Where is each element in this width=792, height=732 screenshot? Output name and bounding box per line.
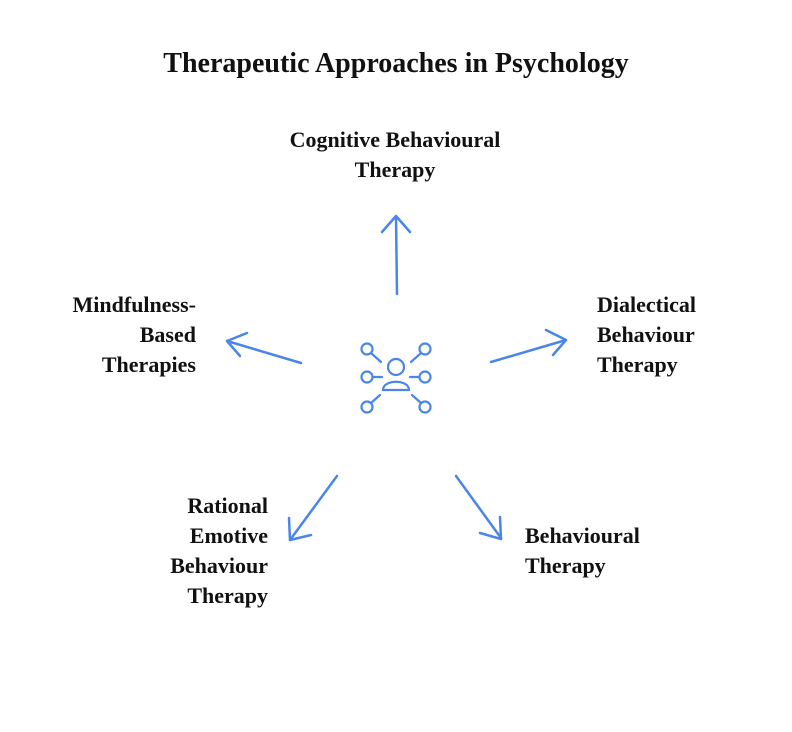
node-dialectical-behaviour-therapy: Dialectical Behaviour Therapy xyxy=(597,290,777,380)
node-label-line: Therapy xyxy=(354,157,436,182)
node-label-line: Behaviour xyxy=(170,553,268,578)
node-label-line: Mindfulness- xyxy=(72,292,196,317)
node-behavioural-therapy: Behavioural Therapy xyxy=(525,521,725,581)
node-label-line: Based xyxy=(139,322,196,347)
node-label-line: Behaviour xyxy=(597,322,695,347)
node-label-line: Behavioural xyxy=(525,523,640,548)
person-network-icon xyxy=(360,342,432,414)
arrow-to-rational-emotive-behaviour-therapy xyxy=(287,474,339,542)
node-label-line: Therapies xyxy=(101,352,196,377)
diagram-title: Therapeutic Approaches in Psychology xyxy=(163,48,629,79)
node-mindfulness-based-therapies: Mindfulness- Based Therapies xyxy=(16,290,196,380)
arrow-to-dialectical-behaviour-therapy xyxy=(489,328,568,364)
node-rational-emotive-behaviour-therapy: Rational Emotive Behaviour Therapy xyxy=(88,491,268,611)
node-label-line: Therapy xyxy=(597,352,678,377)
arrow-to-cognitive-behavioural-therapy xyxy=(380,214,412,296)
node-label-line: Dialectical xyxy=(597,292,696,317)
arrow-to-mindfulness-based-therapies xyxy=(225,331,303,365)
arrow-to-behavioural-therapy xyxy=(454,474,503,541)
node-label-line: Cognitive Behavioural xyxy=(289,127,501,152)
node-label-line: Rational xyxy=(187,493,268,518)
node-cognitive-behavioural-therapy: Cognitive Behavioural Therapy xyxy=(255,125,535,185)
node-label-line: Emotive xyxy=(189,523,268,548)
node-label-line: Therapy xyxy=(187,583,268,608)
node-label-line: Therapy xyxy=(525,553,606,578)
